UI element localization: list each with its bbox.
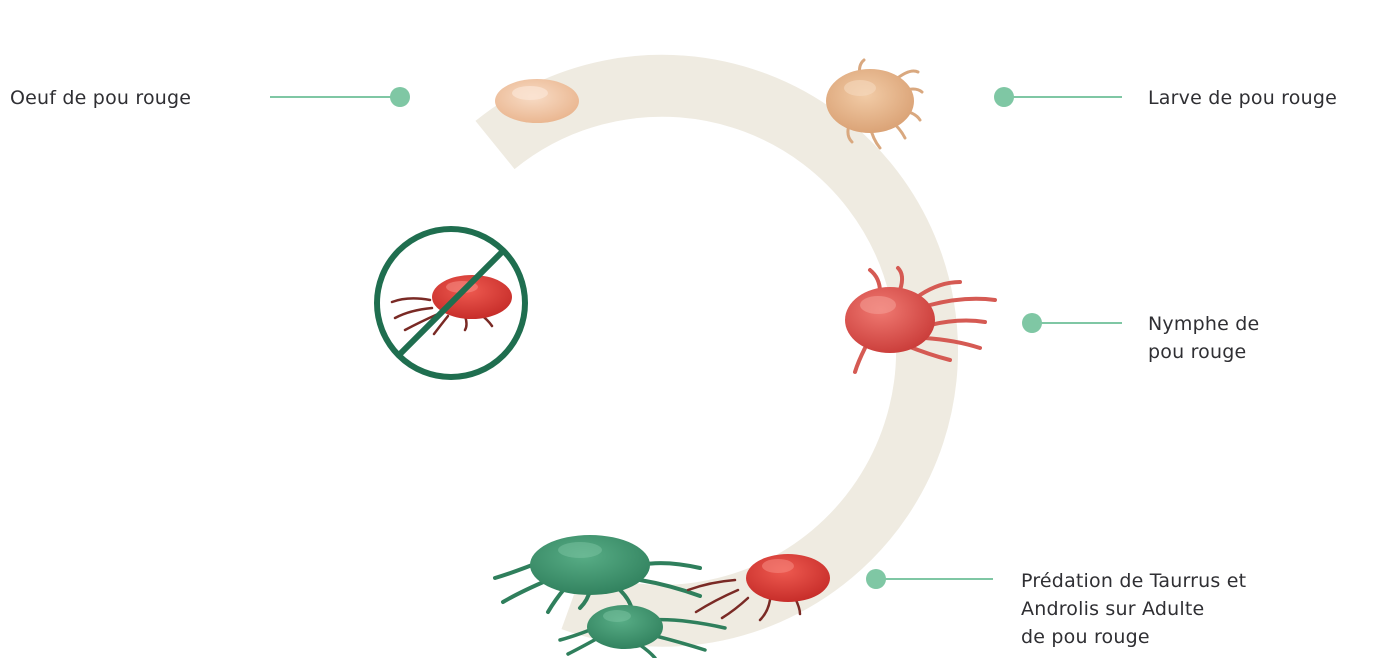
- connector-egg: [270, 87, 410, 107]
- nymph-label: Nymphe de pou rouge: [1148, 310, 1259, 366]
- egg-illustration: [495, 79, 579, 123]
- no-adult-mite-symbol: [377, 229, 525, 377]
- egg-label: Oeuf de pou rouge: [10, 84, 191, 112]
- larva-label: Larve de pou rouge: [1148, 84, 1337, 112]
- connector-larva: [994, 87, 1122, 107]
- connector-nymph: [1022, 313, 1122, 333]
- connector-adult: [866, 569, 993, 589]
- adult-predation-label: Prédation de Taurrus et Androlis sur Adu…: [1021, 567, 1246, 651]
